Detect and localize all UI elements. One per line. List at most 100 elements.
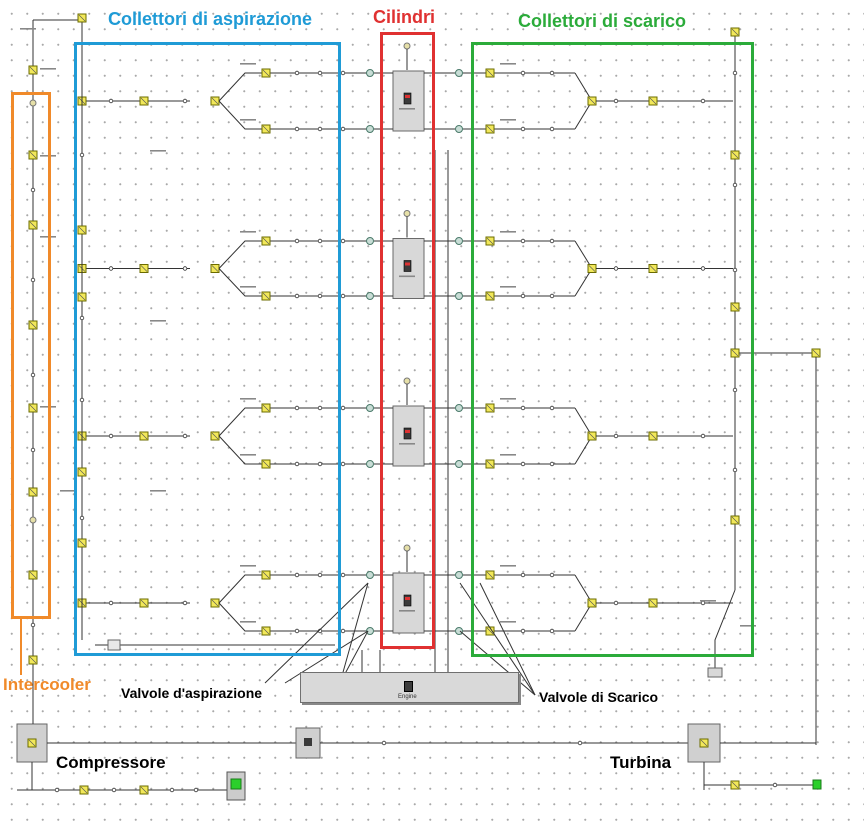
junction-node [79,515,85,521]
intercooler-pointer [20,619,22,675]
junction-node [772,782,778,788]
exhaust-merge-bottom [574,100,593,130]
component-mark [486,627,494,635]
junction-node [549,238,555,244]
junction-node [520,70,526,76]
junction-node [613,600,619,606]
component-mark [78,468,86,476]
junction-node [732,182,738,188]
junction-node [108,433,114,439]
tag-label [500,621,516,623]
junction-node [613,433,619,439]
tag-label [240,565,256,567]
cylinder-icon [403,260,412,272]
exhaust-return [714,589,736,670]
exhaust-valve [455,69,463,77]
exhaust-merge-bottom [574,602,593,632]
tag-label [150,490,166,492]
junction-node [108,98,114,104]
component-mark [486,460,494,468]
component-mark [486,237,494,245]
intake-valves-label: Valvole d'aspirazione [121,685,263,701]
exhaust-merge-top [574,407,593,437]
component-mark [211,97,219,105]
intake-manifolds-title: Collettori di aspirazione [108,9,313,29]
junction-node [108,266,114,271]
junction-node [732,467,738,473]
component-mark [649,599,657,607]
component-mark [649,97,657,105]
junction-node [613,266,619,271]
junction-node [294,126,300,132]
cylinder-icon-mark [405,597,410,600]
cylinder-icon [403,92,412,105]
component-mark [78,539,86,547]
tag-label [40,68,56,70]
exhaust-valve [455,627,463,635]
junction-node [732,267,738,273]
component-mark [262,571,270,579]
component-mark [649,432,657,440]
compressor-label: Compressore [56,753,166,772]
component-mark [731,151,739,159]
tag-label [740,625,756,627]
component-mark [731,349,739,357]
intake-valve-pointer [264,582,369,684]
component-mark [262,292,270,300]
component-mark [486,69,494,77]
tag-label [150,150,166,152]
component-mark [80,786,88,794]
component-mark [588,599,596,607]
junction-node [30,187,36,193]
junction-node [732,387,738,393]
tag-label [240,398,256,400]
junction-node [294,238,300,244]
component-mark [486,125,494,133]
component-mark [140,432,148,440]
engine-icon [404,681,413,692]
junction-node [520,405,526,411]
junction-node [182,433,188,439]
junction-node [30,622,36,628]
junction-node [30,372,36,378]
component-mark [588,97,596,105]
junction-node [317,572,323,578]
component-mark [262,460,270,468]
junction-node [317,70,323,76]
tag-label [500,454,516,456]
engine-label: Engine [398,694,417,700]
intake-valve [366,627,374,635]
intake-valve [366,237,374,245]
junction-node [340,126,346,132]
cylinder-icon-mark [405,262,410,266]
junction-node [340,628,346,634]
exhaust-valve [455,571,463,579]
component-mark [78,293,86,301]
component-mark [262,627,270,635]
intake-valve [366,571,374,579]
tag-label [500,398,516,400]
component-mark [486,571,494,579]
ambient-inlet [230,778,242,790]
component-mark [29,321,37,329]
component-mark [140,786,148,794]
tag-label [500,231,516,233]
intercooler-frame [11,92,51,619]
junction-node [317,238,323,244]
tag-label [399,275,415,278]
tag-label [60,490,76,492]
junction-node [294,405,300,411]
component-mark [649,265,657,272]
junction-node [340,293,346,299]
junction-node [700,433,706,439]
tag-label [240,286,256,288]
junction-node [79,397,85,403]
component-mark [731,303,739,311]
exhaust-ambient [812,779,822,790]
junction-node [294,293,300,299]
shaft-icon [304,738,312,746]
exhaust-merge-bottom [574,435,593,465]
junction-node [340,405,346,411]
component-mark [211,265,219,272]
